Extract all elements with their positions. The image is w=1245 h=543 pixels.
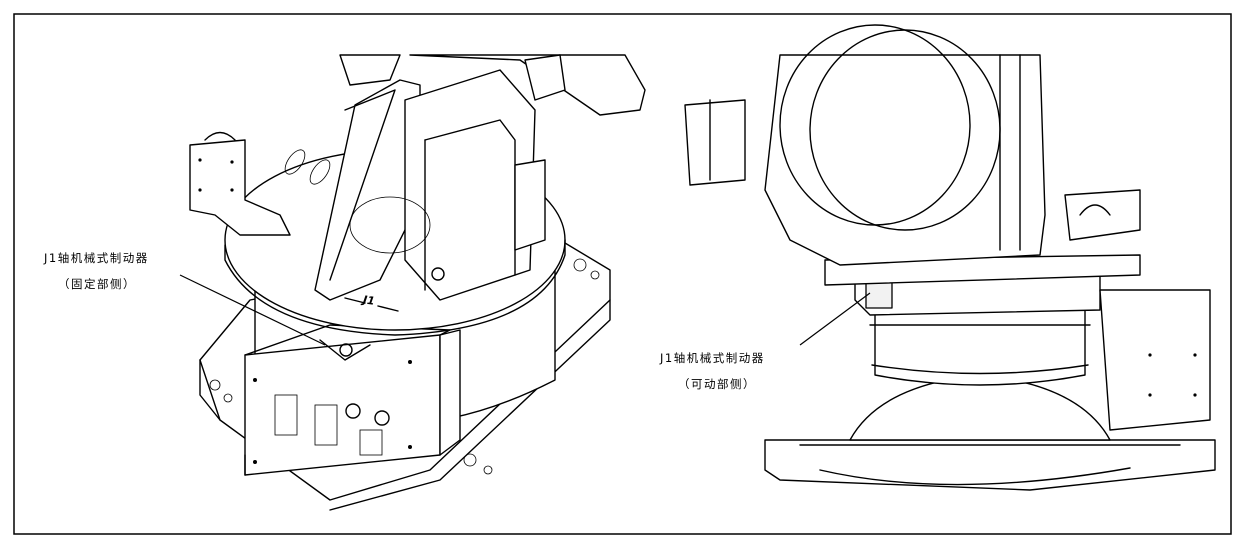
left-cable-bracket [189, 139, 291, 236]
right-side-box [1099, 289, 1211, 431]
left-robot-base-drawing [189, 54, 646, 511]
right-cable-bracket [1064, 189, 1141, 241]
left-axis-marking: J1 [362, 293, 376, 308]
right-base-flange [764, 439, 1216, 491]
left-callout-subtitle: （固定部侧） [58, 277, 136, 291]
right-rotating-drum [874, 309, 1086, 386]
left-leader-line [179, 274, 326, 346]
right-brake-block [865, 281, 893, 309]
left-callout-title: J1轴机械式制动器 [44, 251, 149, 265]
outer-border [13, 13, 1232, 535]
right-robot-base-drawing [684, 24, 1216, 491]
right-callout-subtitle: （可动部侧） [678, 377, 756, 391]
right-callout-title: J1轴机械式制动器 [660, 351, 765, 365]
right-leader-line [799, 292, 871, 346]
right-upper-arm [764, 54, 1046, 266]
left-connector-panel [244, 334, 441, 476]
left-motor-housing [404, 69, 536, 301]
